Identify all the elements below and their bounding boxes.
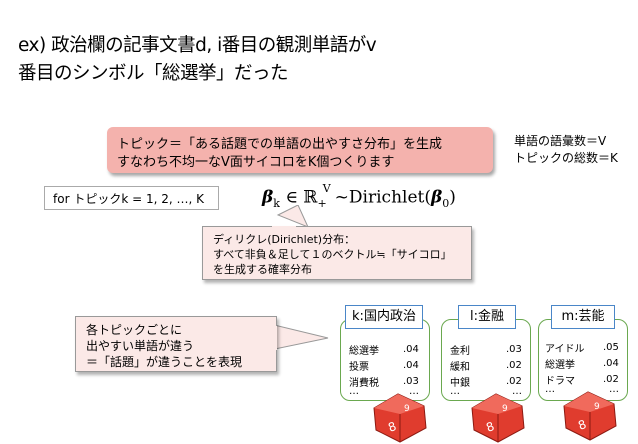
- title-line-2: 番目のシンボル「総選挙」だった: [18, 63, 289, 84]
- dirichlet-callout: ディリクレ(Dirichlet)分布： すべて非負＆足して１のベクトル≒「サイコ…: [202, 226, 472, 280]
- topic-prob: .02: [506, 360, 522, 371]
- topic-prob: .04: [403, 344, 419, 355]
- topic-word: 消費税: [349, 378, 379, 389]
- svg-text:8: 8: [386, 419, 398, 435]
- topic-callout: 各トピックごとに 出やすい単語が違う ＝「話題」が違うことを表現: [75, 316, 277, 372]
- svg-text:8: 8: [484, 419, 496, 435]
- formula-subscript-k: k: [273, 197, 280, 211]
- slide-title: ex) 政治欄の記事文書d, i番目の観測単語がv 番目のシンボル「総選挙」だっ…: [18, 32, 377, 88]
- dirichlet-callout-line-2: すべて非負＆足して１のベクトル≒「サイコロ」: [213, 248, 452, 261]
- formula-close: ): [449, 187, 456, 208]
- dice-icon: 8 9: [373, 393, 427, 443]
- title-line-1: ex) 政治欄の記事文書d, i番目の観測単語がv: [18, 35, 377, 56]
- topic-callout-line-3: ＝「話題」が違うことを表現: [86, 355, 243, 369]
- topic-word: 総選挙: [349, 346, 379, 357]
- dice-icon: 8 9: [563, 391, 617, 441]
- topic-word: 投票: [349, 362, 369, 373]
- topic-prob: .02: [506, 376, 522, 387]
- svg-text:9: 9: [594, 402, 600, 412]
- topic-word: 金利: [450, 346, 470, 357]
- topic-label-entertainment: m:芸能: [551, 305, 615, 329]
- topic-prob: .04: [603, 358, 619, 369]
- topic-label-politics: k:国内政治: [345, 305, 423, 329]
- banner-line-1: トピック＝「ある話題での単語の出やすさ分布」を生成: [117, 137, 443, 152]
- formula-subscript-0: 0: [442, 197, 450, 211]
- topic-callout-line-1: 各トピックごとに: [86, 323, 183, 337]
- topic-word: 総選挙: [545, 360, 575, 371]
- topic-count-note: トピックの総数＝K: [514, 151, 618, 165]
- topic-box-finance: 金利 .03 緩和 .02 中銀 .02 … …: [441, 319, 531, 401]
- formula-dirichlet: ~Dirichlet(: [334, 187, 431, 208]
- topic-prob: .03: [506, 344, 522, 355]
- dirichlet-callout-pointer: [276, 205, 309, 228]
- topic-prob: …: [409, 386, 419, 397]
- topic-word: 緩和: [450, 362, 470, 373]
- topic-label-finance: l:金融: [458, 305, 516, 329]
- topic-word: …: [349, 386, 359, 397]
- formula-beta-0: β: [430, 187, 443, 208]
- topic-definition-banner: トピック＝「ある話題での単語の出やすさ分布」を生成 すなわち不均一なV面サイコロ…: [107, 127, 493, 173]
- topic-callout-line-2: 出やすい単語が違う: [86, 339, 195, 353]
- formula-in-reals: ∈ ℝ: [279, 187, 318, 208]
- dice-icon: 8 9: [471, 393, 525, 443]
- dirichlet-callout-line-1: ディリクレ(Dirichlet)分布：: [213, 233, 356, 246]
- formula-plus: +: [317, 197, 327, 211]
- topic-word: …: [450, 386, 460, 397]
- dirichlet-formula: βk ∈ ℝ+V~Dirichlet(β0): [262, 182, 456, 211]
- topic-prob: .05: [603, 342, 619, 353]
- svg-text:8: 8: [576, 417, 588, 433]
- dirichlet-callout-pointer-cover: [272, 226, 296, 230]
- svg-text:9: 9: [502, 404, 508, 414]
- topic-prob: .04: [403, 360, 419, 371]
- topic-word: 中銀: [450, 378, 470, 389]
- formula-superscript-v: V: [322, 182, 331, 195]
- topic-prob: .03: [403, 376, 419, 387]
- banner-line-2: すなわち不均一なV面サイコロをK個つくります: [117, 155, 395, 170]
- topic-word: ドラマ: [545, 376, 575, 387]
- topic-prob: …: [609, 384, 619, 395]
- for-loop-label: for トピックk = 1, 2, …, K: [44, 186, 219, 210]
- dirichlet-callout-line-3: を生成する確率分布: [213, 263, 312, 276]
- topic-prob: …: [512, 386, 522, 397]
- topic-callout-pointer: [270, 323, 329, 351]
- svg-text:9: 9: [404, 404, 410, 414]
- topic-word: …: [545, 384, 555, 395]
- vocab-size-note: 単語の語彙数＝V: [514, 134, 607, 148]
- topic-word: アイドル: [545, 344, 585, 355]
- formula-beta-k: β: [262, 187, 274, 208]
- topic-prob: .02: [603, 374, 619, 385]
- topic-callout-pointer-cover: [272, 326, 277, 350]
- topic-box-politics: 総選挙 .04 投票 .04 消費税 .03 … …: [340, 319, 430, 401]
- topic-box-entertainment: アイドル .05 総選挙 .04 ドラマ .02 … …: [538, 319, 628, 401]
